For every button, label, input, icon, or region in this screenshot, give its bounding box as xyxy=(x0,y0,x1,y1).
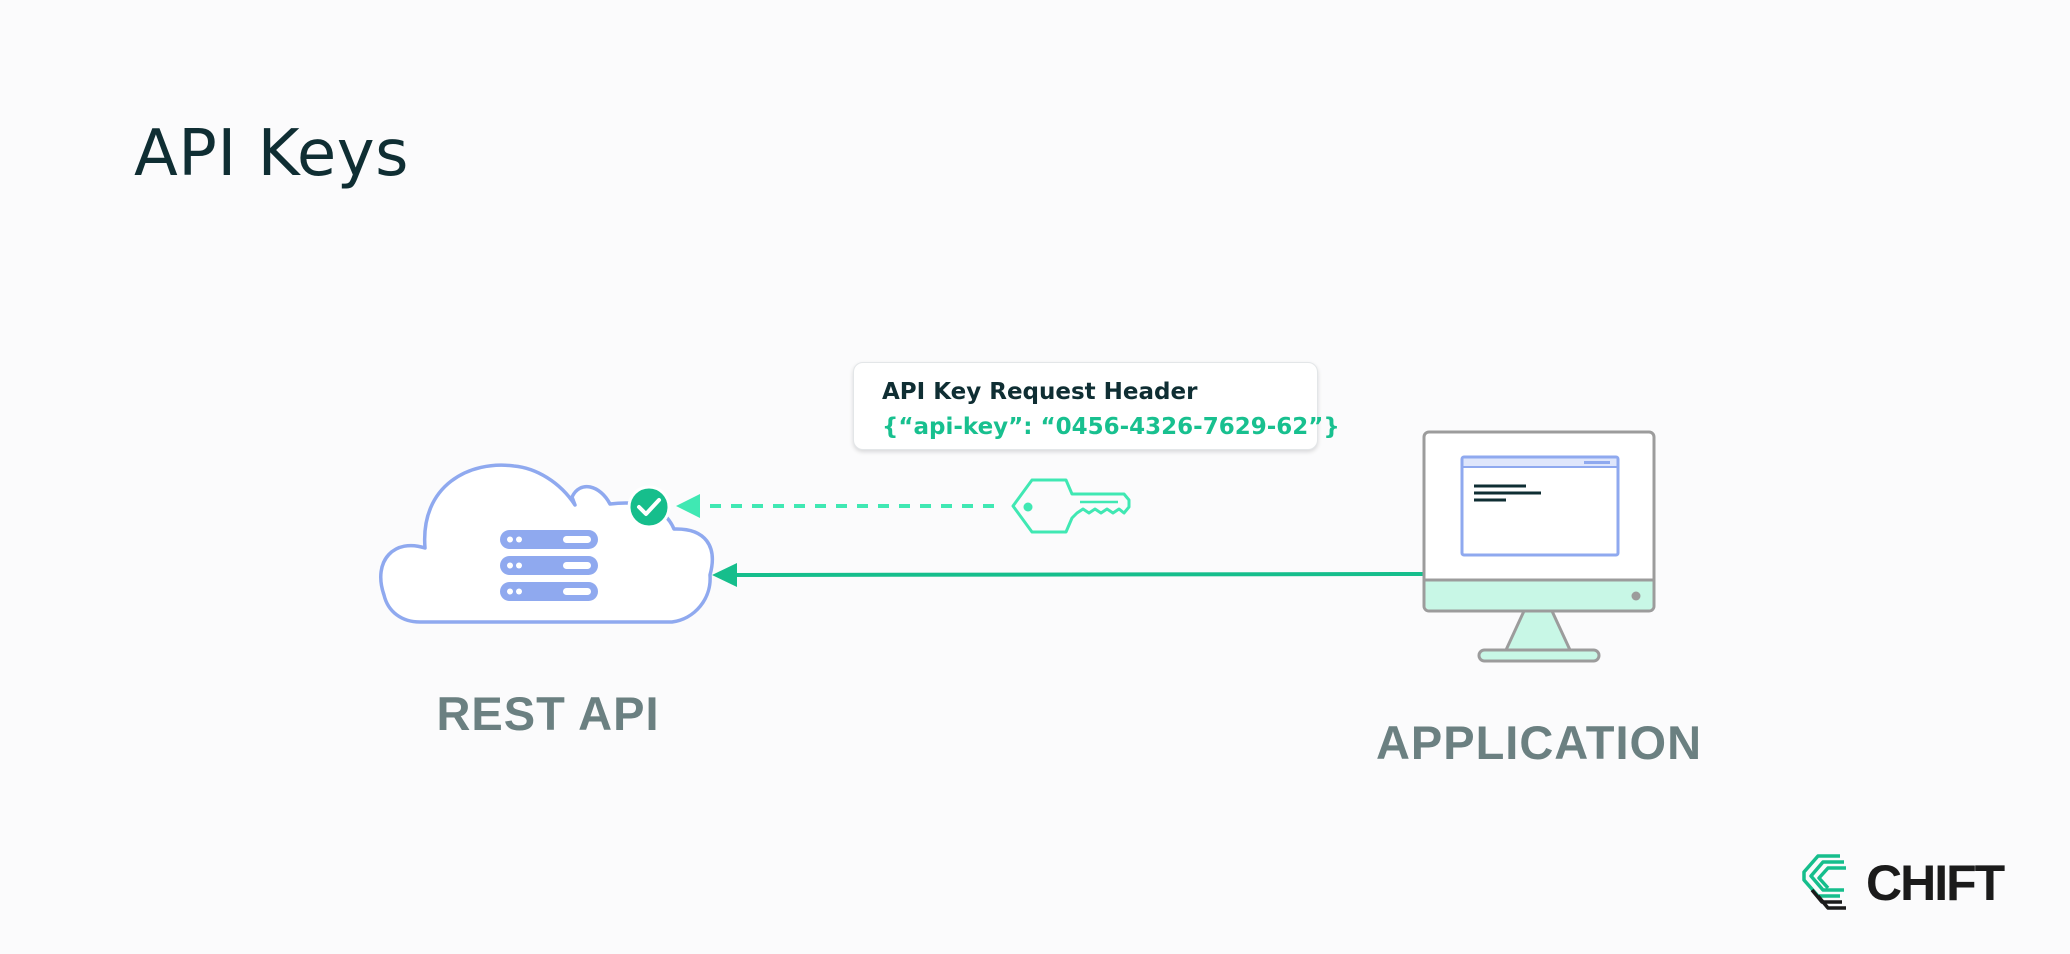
application-label: APPLICATION xyxy=(1375,716,1703,769)
page-title: API Keys xyxy=(134,117,409,191)
server-rack-1 xyxy=(500,530,598,549)
rest-api-label: REST API xyxy=(436,687,660,740)
server-rack-2 xyxy=(500,556,598,575)
chift-logo: CHIFT xyxy=(1798,850,2018,912)
request-header-card: API Key Request Header {“api-key”: “0456… xyxy=(853,362,1340,450)
check-circle-icon xyxy=(627,485,671,529)
api-key-arrow xyxy=(676,494,994,518)
server-rack-3 xyxy=(500,582,598,601)
request-arrow xyxy=(712,563,1426,587)
chift-logo-icon xyxy=(1802,854,1846,910)
request-header-title: API Key Request Header xyxy=(882,379,1198,405)
key-icon xyxy=(1011,478,1131,534)
desktop-monitor-icon xyxy=(1422,430,1656,663)
api-key-json: {“api-key”: “0456-4326-7629-62”} xyxy=(882,413,1340,440)
cloud-server-icon xyxy=(379,463,715,624)
brand-name: CHIFT xyxy=(1866,855,2005,911)
